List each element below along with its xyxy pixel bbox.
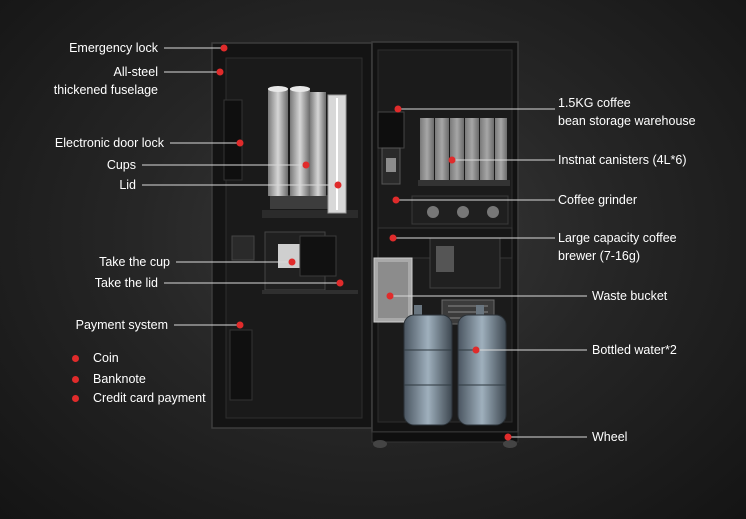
label-bean-storage-line1: 1.5KG coffee xyxy=(558,96,631,110)
marker-dots xyxy=(216,44,512,441)
label-take-the-cup: Take the cup xyxy=(99,255,170,269)
bullet-banknote xyxy=(72,376,79,383)
payment-method-credit-card: Credit card payment xyxy=(93,391,206,405)
bullet-credit-card xyxy=(72,395,79,402)
mixing-bowls xyxy=(411,195,509,225)
label-all-steel-line1: All-steel xyxy=(113,65,158,79)
grinder-unit xyxy=(377,111,405,185)
label-take-the-lid: Take the lid xyxy=(94,276,158,290)
label-cups: Cups xyxy=(106,158,136,172)
label-instant-canisters: Instnat canisters (4L*6) xyxy=(558,153,687,167)
label-coffee-grinder: Coffee grinder xyxy=(558,193,637,207)
label-waste-bucket: Waste bucket xyxy=(592,289,668,303)
brewer-unit xyxy=(377,227,513,289)
label-brewer-line1: Large capacity coffee xyxy=(558,231,677,245)
payment-method-coin: Coin xyxy=(93,351,119,365)
label-all-steel-line2: thickened fuselage xyxy=(53,83,158,97)
bullet-coin xyxy=(72,355,79,362)
label-bottled-water: Bottled water*2 xyxy=(592,343,677,357)
waste-bucket-shape xyxy=(373,257,413,323)
label-bean-storage-line2: bean storage warehouse xyxy=(558,114,696,128)
label-payment-system: Payment system xyxy=(75,318,168,332)
cup-stack xyxy=(268,86,326,196)
label-lid: Lid xyxy=(119,178,136,192)
instant-canisters xyxy=(418,118,510,186)
lid-stack xyxy=(327,94,347,214)
label-brewer-line2: brewer (7-16g) xyxy=(558,249,640,263)
payment-method-banknote: Banknote xyxy=(93,372,146,386)
label-emergency-lock: Emergency lock xyxy=(69,41,158,55)
label-electronic-door-lock: Electronic door lock xyxy=(54,136,164,150)
label-wheel: Wheel xyxy=(592,430,628,444)
leader-lines xyxy=(142,47,587,438)
